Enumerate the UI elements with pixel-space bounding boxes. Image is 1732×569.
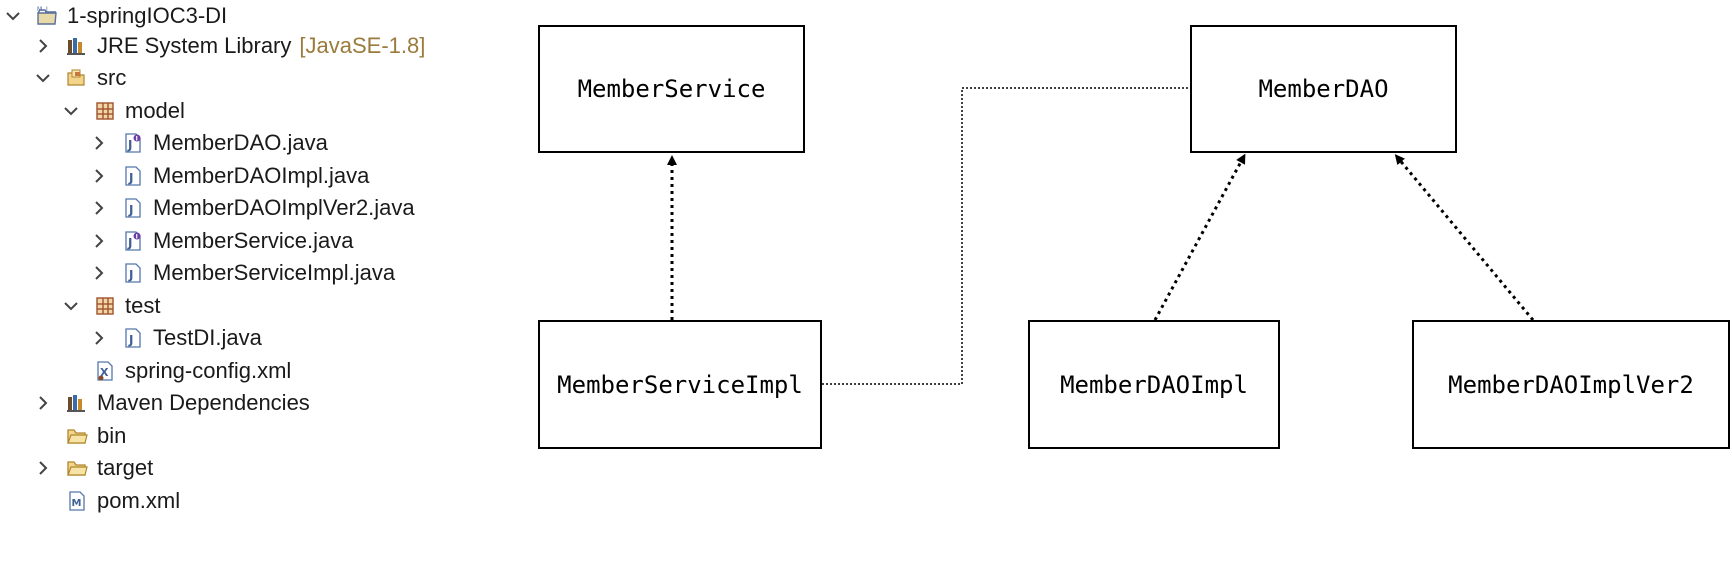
- java-interface-file-icon: J I: [122, 230, 144, 252]
- maven-pom-icon: M: [66, 490, 88, 512]
- tree-item-target[interactable]: target: [34, 452, 153, 484]
- file-label: MemberServiceImpl.java: [153, 260, 396, 285]
- chevron-right-icon[interactable]: [34, 394, 52, 412]
- tree-item-file[interactable]: J I MemberDAO.java: [90, 127, 328, 159]
- folder-icon: [66, 425, 88, 447]
- class-box-member-dao-impl[interactable]: MemberDAOImpl: [1028, 320, 1280, 449]
- svg-text:J: J: [128, 203, 133, 217]
- class-box-member-dao-impl-ver2[interactable]: MemberDAOImplVer2: [1412, 320, 1730, 449]
- chevron-down-icon[interactable]: [62, 102, 80, 120]
- java-file-icon: J: [122, 327, 144, 349]
- model-package-label: model: [125, 98, 185, 123]
- tree-item-project[interactable]: M J 1-springIOC3-DI: [4, 0, 227, 32]
- tree-item-spring-config[interactable]: X spring-config.xml: [62, 355, 291, 387]
- class-name-member-dao: MemberDAO: [1258, 75, 1389, 103]
- java-interface-file-icon: J I: [122, 132, 144, 154]
- chevron-right-icon[interactable]: [90, 329, 108, 347]
- class-box-member-service[interactable]: MemberService: [538, 25, 805, 153]
- chevron-down-icon[interactable]: [4, 7, 22, 25]
- svg-text:J: J: [128, 333, 133, 347]
- tree-item-bin[interactable]: bin: [34, 420, 126, 452]
- chevron-right-icon[interactable]: [90, 167, 108, 185]
- chevron-right-icon[interactable]: [34, 37, 52, 55]
- class-name-member-service: MemberService: [577, 75, 766, 103]
- test-package-label: test: [125, 293, 161, 318]
- tree-item-file[interactable]: J TestDI.java: [90, 322, 262, 354]
- svg-text:J: J: [127, 138, 132, 152]
- tree-item-src[interactable]: src: [34, 62, 126, 94]
- svg-text:J: J: [45, 6, 48, 13]
- maven-project-icon: M J: [36, 5, 58, 27]
- chevron-down-icon[interactable]: [34, 69, 52, 87]
- class-name-member-service-impl: MemberServiceImpl: [557, 370, 803, 399]
- java-file-icon: J: [122, 197, 144, 219]
- svg-text:M: M: [37, 6, 42, 13]
- file-label: MemberDAO.java: [153, 130, 328, 155]
- tree-item-pom[interactable]: M pom.xml: [34, 485, 180, 517]
- source-folder-icon: [66, 67, 88, 89]
- svg-text:M: M: [72, 498, 82, 509]
- chevron-right-icon[interactable]: [90, 199, 108, 217]
- chevron-right-icon[interactable]: [34, 459, 52, 477]
- tree-item-file[interactable]: J MemberDAOImplVer2.java: [90, 192, 415, 224]
- file-label: MemberService.java: [153, 228, 354, 253]
- tree-item-package-test[interactable]: test: [62, 290, 160, 322]
- xml-file-icon: X: [94, 360, 116, 382]
- chevron-right-icon[interactable]: [90, 232, 108, 250]
- tree-item-file[interactable]: J MemberServiceImpl.java: [90, 257, 395, 289]
- svg-text:J: J: [127, 236, 132, 250]
- tree-item-jre-system-library[interactable]: JRE System Library [JavaSE-1.8]: [34, 30, 425, 62]
- bin-label: bin: [97, 423, 127, 448]
- pom-label: pom.xml: [97, 488, 181, 513]
- chevron-right-icon[interactable]: [90, 134, 108, 152]
- src-label: src: [97, 65, 127, 90]
- maven-dependencies-label: Maven Dependencies: [97, 390, 310, 415]
- java-file-icon: J: [122, 165, 144, 187]
- library-icon: [66, 35, 88, 57]
- svg-text:I: I: [136, 234, 138, 241]
- class-name-member-dao-impl: MemberDAOImpl: [1060, 370, 1248, 399]
- svg-text:J: J: [128, 171, 133, 185]
- tree-item-package-model[interactable]: model: [62, 95, 185, 127]
- chevron-right-icon[interactable]: [90, 264, 108, 282]
- java-file-icon: J: [122, 262, 144, 284]
- folder-icon: [66, 457, 88, 479]
- svg-text:X: X: [100, 366, 109, 379]
- tree-item-file[interactable]: J MemberDAOImpl.java: [90, 160, 369, 192]
- class-box-member-dao[interactable]: MemberDAO: [1190, 25, 1457, 153]
- edge-daoimpl-to-dao: [1153, 153, 1246, 321]
- svg-text:J: J: [128, 268, 133, 282]
- file-label: MemberDAOImplVer2.java: [153, 195, 415, 220]
- edge-daoimplver2-to-dao: [1394, 154, 1535, 321]
- file-label: MemberDAOImpl.java: [153, 163, 370, 188]
- spring-config-label: spring-config.xml: [125, 358, 292, 383]
- project-explorer-tree: M J 1-springIOC3-DI JRE System Library […: [0, 0, 520, 569]
- package-icon: [94, 100, 116, 122]
- class-name-member-dao-impl-ver2: MemberDAOImplVer2: [1448, 370, 1694, 399]
- jre-version-decoration: [JavaSE-1.8]: [299, 33, 426, 58]
- class-box-member-service-impl[interactable]: MemberServiceImpl: [538, 320, 822, 449]
- package-icon: [94, 295, 116, 317]
- target-label: target: [97, 455, 154, 480]
- jre-label: JRE System Library: [97, 33, 292, 58]
- tree-item-file[interactable]: J I MemberService.java: [90, 225, 354, 257]
- svg-text:I: I: [136, 136, 138, 143]
- file-label: TestDI.java: [153, 325, 262, 350]
- library-icon: [66, 392, 88, 414]
- tree-item-maven-dependencies[interactable]: Maven Dependencies: [34, 387, 310, 419]
- chevron-down-icon[interactable]: [62, 297, 80, 315]
- project-label: 1-springIOC3-DI: [67, 3, 228, 28]
